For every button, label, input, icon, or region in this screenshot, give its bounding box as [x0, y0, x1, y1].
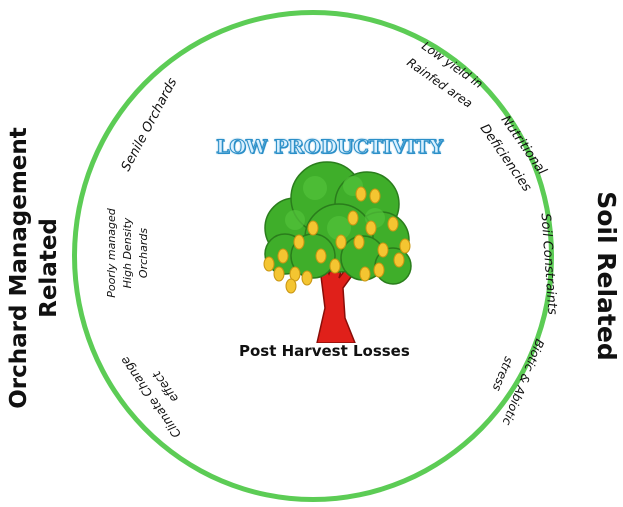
poorly-managed-line3: Orchards: [137, 227, 150, 279]
low-productivity-title: LOW PRODUCTIVITY: [215, 136, 444, 159]
soil-related-label: Soil Related: [592, 191, 621, 361]
poorly-managed-text: Poorly managed High Density Orchards: [104, 208, 152, 298]
poorly-managed-line1: Poorly managed: [105, 208, 118, 298]
post-harvest-losses-label: Post Harvest Losses: [239, 342, 410, 360]
outer-circle: [72, 10, 554, 502]
soil-constraints-label: Soil Constraints: [537, 212, 560, 316]
orchard-management-label: Orchard Management Related: [4, 113, 64, 423]
orchard-management-line2: Related: [36, 218, 62, 318]
mango-tree-icon: [263, 161, 412, 343]
poorly-managed-line2: High Density: [121, 217, 134, 289]
orchard-management-line1: Orchard Management: [6, 127, 32, 409]
